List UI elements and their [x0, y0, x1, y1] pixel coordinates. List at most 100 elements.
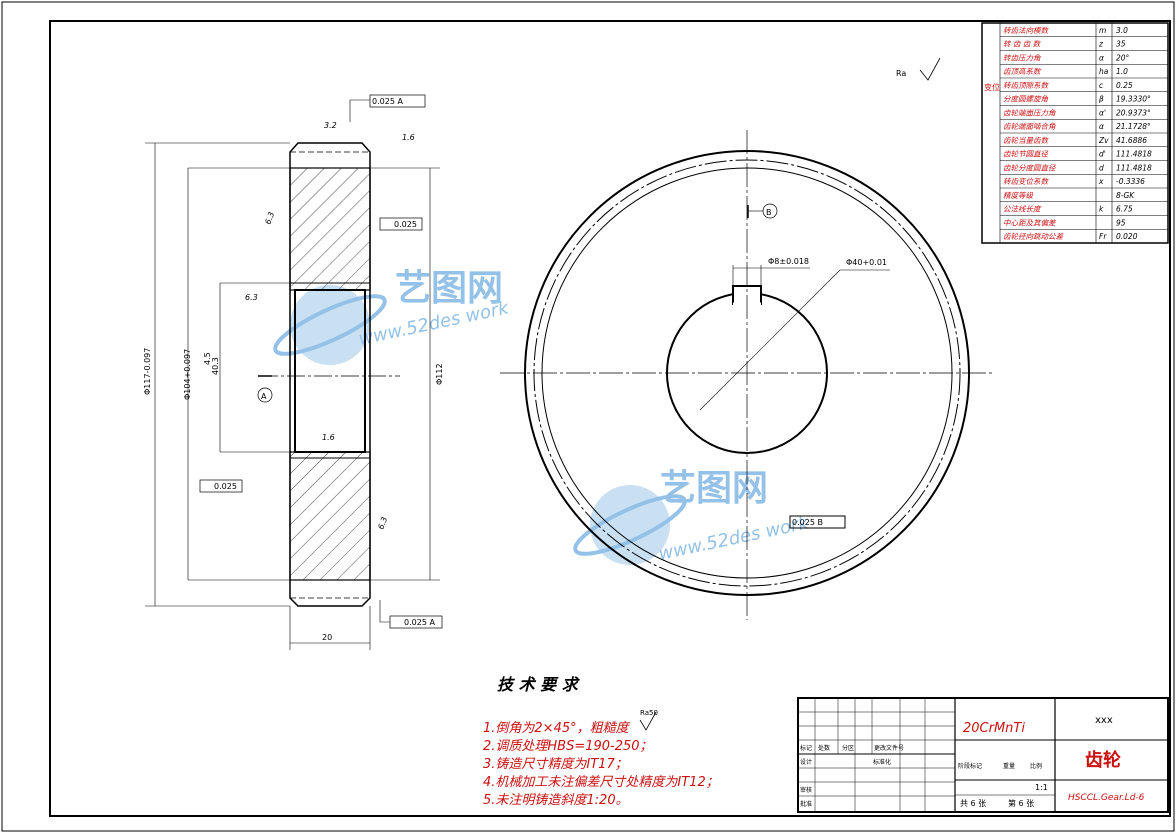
param-sym: Fr — [1099, 232, 1107, 241]
param-sym: m — [1099, 26, 1106, 35]
bore-section — [294, 289, 366, 453]
param-name: 分度圆螺旋角 — [1003, 95, 1048, 104]
hatch-lower — [289, 451, 371, 581]
param-val: 8-GK — [1116, 191, 1135, 200]
roughness-3: 6.3 — [263, 211, 276, 226]
hatch-upper — [289, 167, 371, 291]
tb-row-label-4: 更改文件号 — [874, 744, 904, 752]
param-val: 19.3330° — [1116, 95, 1151, 104]
param-name: 精度等级 — [1003, 191, 1033, 200]
tol-flat-2: 0.025 — [214, 482, 237, 491]
dim-hub2: 40.3 — [211, 357, 220, 375]
param-name: 转齿法向模数 — [1003, 26, 1049, 35]
param-sym: d' — [1099, 150, 1106, 159]
datum-a: A — [261, 392, 267, 401]
param-sym: α — [1099, 122, 1104, 131]
tb-scale-label: 比例 — [1030, 762, 1042, 770]
param-val: 41.6886 — [1116, 136, 1147, 145]
roughness-2: 1.6 — [402, 133, 415, 142]
tb-sheet-of: 第 6 张 — [1008, 798, 1034, 808]
param-name: 齿轮分度圆直径 — [1003, 163, 1057, 172]
tb-sheet: 共 6 张 — [960, 799, 986, 808]
dim-outer-tol: Φ117-0.097 — [143, 348, 152, 395]
watermark-cn-1: 艺图网 — [395, 268, 503, 309]
param-name: 齿轮节圆直径 — [1003, 150, 1049, 159]
tb-top-right: xxx — [1095, 715, 1113, 726]
tech-req-item-4: 4.机械加工未注偏差尺寸处精度为IT12； — [483, 775, 719, 790]
roughness-5: 1.6 — [322, 433, 335, 442]
title-block: 标记 处数 分区 更改文件号 设计 标准化 审核 批准 20CrMnTi xxx… — [797, 697, 1169, 813]
param-sym: α — [1099, 53, 1104, 62]
roughness-6: 6.3 — [376, 516, 389, 531]
param-val: 111.4818 — [1116, 150, 1152, 159]
param-sym: d — [1099, 163, 1104, 172]
tb-row-label-1: 标记 — [800, 744, 812, 752]
param-sym: Zv — [1098, 136, 1109, 145]
param-name: 转齿压力角 — [1003, 53, 1041, 62]
param-name: 齿轮当量齿数 — [1003, 136, 1049, 145]
param-sym: ha — [1099, 67, 1109, 76]
dim-hub: 4.5 — [203, 352, 212, 365]
param-sym: β — [1099, 95, 1104, 104]
param-name: 公法线长度 — [1003, 205, 1042, 214]
dim-bore-tol: Φ104+0.097 — [183, 349, 192, 400]
param-val: 35 — [1116, 40, 1126, 49]
param-name: 转齿顶隙系数 — [1003, 81, 1049, 90]
param-sym: c — [1099, 81, 1104, 90]
param-name: 中心距及其偏差 — [1003, 218, 1057, 227]
tb-row-label-2: 处数 — [818, 744, 830, 752]
tol-flat-1: 0.025 — [394, 220, 417, 229]
tech-req-item-3: 3.铸造尺寸精度为IT17； — [483, 757, 628, 772]
param-name: 转 齿 齿 数 — [1003, 40, 1042, 49]
tech-req-item-5: 5.未注明铸造斜度1:20。 — [483, 793, 629, 808]
param-val: 21.1728° — [1116, 122, 1151, 131]
param-sym: α' — [1099, 108, 1106, 117]
tol-top: 0.025 A — [372, 97, 403, 106]
tb-scale: 1:1 — [1035, 783, 1048, 792]
tb-row-label-3: 分区 — [842, 744, 854, 752]
watermark-cn-2: 艺图网 — [660, 468, 768, 509]
roughness-4: 6.3 — [245, 293, 258, 302]
tb-review: 审核 — [800, 786, 812, 794]
tb-material: 20CrMnTi — [963, 721, 1025, 736]
tb-designer: 设计 — [800, 758, 812, 766]
param-val: 95 — [1116, 218, 1126, 227]
param-val: 1.0 — [1116, 67, 1128, 76]
tol-radial: 0.025 B — [792, 518, 823, 527]
param-name: 齿轮端面压力角 — [1003, 108, 1056, 117]
drawing-frame — [49, 20, 1171, 817]
param-sym: x — [1098, 177, 1104, 186]
dim-keyway: Φ8±0.018 — [768, 257, 809, 266]
tb-std: 标准化 — [873, 758, 891, 766]
front-view: Φ40+0.01 Φ8±0.018 B 0.025 B Ra — [500, 57, 995, 620]
param-val: 20.9373° — [1116, 108, 1151, 117]
tech-req-item-1: 1.倒角为2×45°，粗糙度 — [483, 721, 631, 736]
param-sym: z — [1098, 40, 1104, 49]
param-val: 111.4818 — [1116, 163, 1152, 172]
ra-corner: Ra — [896, 69, 906, 78]
tb-drawing-no: HSCCL.Gear.Ld-6 — [1068, 793, 1145, 803]
param-side-label: 变位 — [984, 82, 1000, 92]
param-sym: k — [1099, 205, 1104, 214]
param-name: 齿轮径向跳动公差 — [1003, 232, 1064, 241]
tech-req-item-2: 2.调质处理HBS=190-250； — [483, 739, 653, 754]
datum-b: B — [766, 208, 772, 217]
dim-outer: Φ112 — [435, 363, 444, 385]
dim-width: 20 — [322, 633, 332, 642]
watermark-2: 艺图网 www.52des work — [573, 468, 812, 565]
param-val: 0.25 — [1116, 81, 1133, 90]
dim-bore: Φ40+0.01 — [846, 258, 887, 267]
param-name: 转齿变位系数 — [1003, 177, 1049, 186]
watermark-url-2: www.52des work — [657, 512, 812, 565]
tb-stage: 阶段标记 — [958, 762, 982, 770]
tech-req-ra: Ra50 — [640, 709, 658, 717]
tol-bottom: 0.025 A — [404, 618, 435, 627]
tb-weight: 重量 — [1003, 762, 1015, 770]
param-name: 齿轮端面啮合角 — [1003, 122, 1056, 131]
param-val: 3.0 — [1116, 26, 1128, 35]
param-val: 6.75 — [1116, 205, 1133, 214]
param-val: 0.020 — [1116, 232, 1138, 241]
roughness-1: 3.2 — [324, 121, 337, 130]
